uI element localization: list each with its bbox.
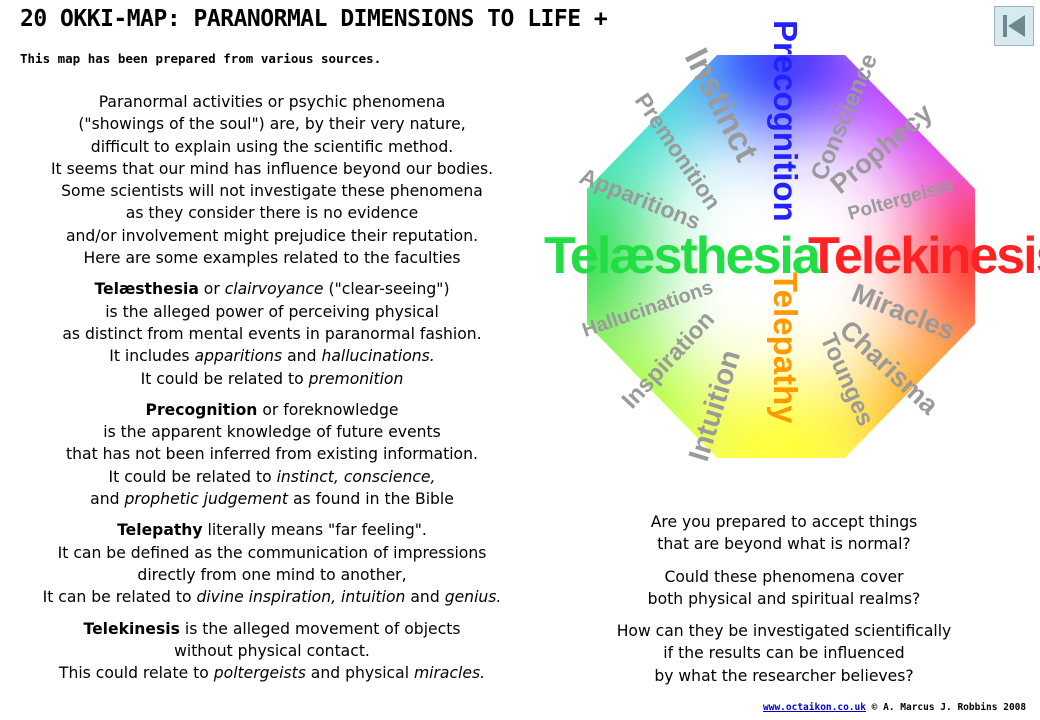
question-line: if the results can be influenced — [663, 644, 905, 663]
telepathy-term: Telepathy — [117, 521, 203, 540]
telekinesis-line: Telekinesis is the alleged movement of o… — [0, 618, 544, 640]
text-segment: apparitions — [194, 347, 283, 366]
telepathy-line: It can be related to divine inspiration,… — [0, 586, 544, 608]
color-patch-right — [915, 161, 975, 351]
telaesthesia-line: Telæsthesia or clairvoyance ("clear-seei… — [0, 278, 544, 300]
question-line: both physical and spiritual realms? — [647, 589, 921, 608]
website-link[interactable]: www.octaikon.co.uk — [763, 702, 866, 713]
text-segment: prophetic judgement — [124, 490, 289, 509]
intro-line: It seems that our mind has influence bey… — [50, 159, 494, 178]
main-labels: Telekinesis Telæsthesia Precognition Tel… — [544, 20, 1040, 424]
page-title: 20 OKKI-MAP: PARANORMAL DIMENSIONS TO LI… — [20, 6, 608, 32]
telaesthesia-line: It includes apparitions and hallucinatio… — [0, 345, 544, 367]
page-subtitle: This map has been prepared from various … — [20, 51, 382, 66]
text-segment: instinct, conscience, — [276, 467, 436, 486]
telaesthesia-paragraph: Telæsthesia or clairvoyance ("clear-seei… — [0, 278, 544, 389]
question-line: How can they be investigated scientifica… — [616, 622, 952, 641]
text-segment: as found in the Bible — [288, 490, 454, 509]
question-3: How can they be investigated scientifica… — [576, 620, 992, 687]
question-line: that are beyond what is normal? — [657, 535, 911, 554]
text-segment: literally means "far feeling". — [202, 521, 427, 540]
telepathy-paragraph: Telepathy literally means "far feeling".… — [0, 519, 544, 608]
color-patch-left — [587, 161, 648, 351]
intro-line: Some scientists will not investigate the… — [61, 182, 483, 201]
telepathy-line: It can be defined as the communication o… — [57, 543, 487, 562]
text-segment: It could be related to — [140, 369, 309, 388]
telaesthesia-line: is the alleged power of perceiving physi… — [105, 302, 439, 321]
text-segment: and — [282, 347, 322, 366]
telaesthesia-term: Telæsthesia — [94, 280, 199, 299]
intro-paragraph: Paranormal activities or psychic phenome… — [0, 91, 544, 269]
intro-line: difficult to explain using the scientifi… — [90, 137, 454, 156]
text-segment: It includes — [109, 347, 195, 366]
intro-line: ("showings of the soul") are, by their v… — [78, 115, 466, 134]
question-line: by what the researcher believes? — [654, 666, 914, 685]
intro-line: Paranormal activities or psychic phenome… — [98, 93, 446, 111]
precognition-line: is the apparent knowledge of future even… — [103, 423, 441, 442]
text-segment: or — [198, 280, 225, 299]
question-line: Could these phenomena cover — [664, 567, 904, 586]
text-segment: premonition — [308, 369, 404, 388]
question-line: Are you prepared to accept things — [650, 513, 918, 531]
question-1: Are you prepared to accept things that a… — [576, 511, 992, 556]
telepathy-line: Telepathy literally means "far feeling". — [0, 519, 544, 541]
telaesthesia-line: It could be related to premonition — [0, 368, 544, 390]
telekinesis-term: Telekinesis — [83, 619, 180, 638]
questions-text: Are you prepared to accept things that a… — [576, 511, 992, 697]
telekinesis-line: This could relate to poltergeists and ph… — [0, 662, 544, 684]
text-segment: It can be related to — [42, 588, 197, 607]
text-segment: It could be related to — [108, 467, 277, 486]
precognition-line: Precognition or foreknowledge — [0, 399, 544, 421]
precognition-paragraph: Precognition or foreknowledge is the app… — [0, 399, 544, 510]
explanation-text: Paranormal activities or psychic phenome… — [0, 91, 544, 693]
question-2: Could these phenomena cover both physica… — [576, 566, 992, 611]
color-patch-bottom — [686, 385, 876, 458]
text-segment: This could relate to — [58, 664, 214, 683]
intro-line: Here are some examples related to the fa… — [83, 249, 461, 268]
intro-line: and/or involvement might prejudice their… — [65, 226, 479, 245]
text-segment: ("clear-seeing") — [323, 280, 450, 299]
telekinesis-line: without physical contact. — [174, 641, 370, 660]
label-telaesthesia: Telæsthesia — [544, 227, 822, 285]
text-segment: and — [90, 490, 125, 509]
footer: www.octaikon.co.uk © A. Marcus J. Robbin… — [763, 702, 1026, 713]
color-patch-top — [686, 55, 876, 130]
text-segment: clairvoyance — [224, 280, 324, 299]
text-segment: genius. — [444, 588, 502, 607]
back-button[interactable] — [994, 6, 1034, 46]
skip-back-icon — [1003, 15, 1025, 37]
copyright-text: © A. Marcus J. Robbins 2008 — [865, 702, 1027, 713]
label-precognition: Precognition — [767, 20, 804, 222]
text-segment: miracles. — [413, 664, 486, 683]
precognition-line: It could be related to instinct, conscie… — [0, 466, 544, 488]
telekinesis-paragraph: Telekinesis is the alleged movement of o… — [0, 618, 544, 685]
text-segment: divine inspiration, intuition — [196, 588, 406, 607]
precognition-line: that has not been inferred from existing… — [66, 445, 478, 464]
text-segment: poltergeists — [213, 664, 306, 683]
label-telepathy: Telepathy — [767, 272, 804, 424]
precognition-term: Precognition — [145, 400, 258, 419]
text-segment: or foreknowledge — [257, 400, 399, 419]
text-segment: is the alleged movement of objects — [179, 619, 461, 638]
precognition-line: and prophetic judgement as found in the … — [0, 488, 544, 510]
telepathy-line: directly from one mind to another, — [137, 565, 407, 584]
label-telekinesis: Telekinesis — [808, 227, 1040, 285]
telaesthesia-line: as distinct from mental events in parano… — [62, 324, 482, 343]
text-segment: and physical — [305, 664, 414, 683]
text-segment: and — [405, 588, 445, 607]
intro-line: as they consider there is no evidence — [125, 204, 419, 223]
text-segment: hallucinations. — [321, 347, 435, 366]
